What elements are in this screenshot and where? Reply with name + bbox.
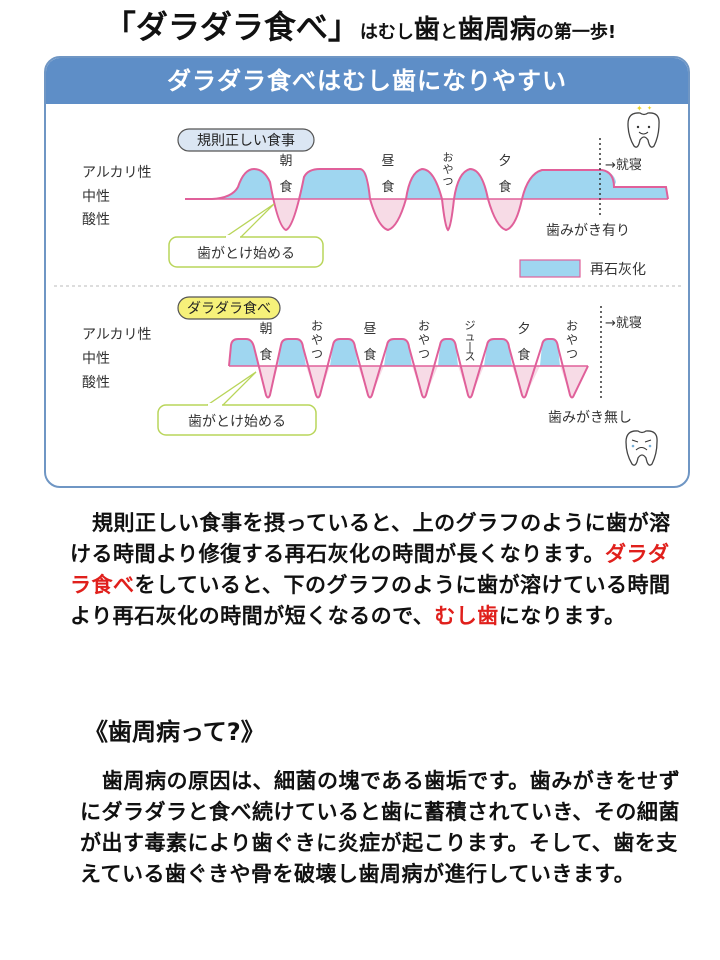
svg-text:アルカリ性: アルカリ性 (82, 327, 151, 343)
legend-remineralization: 再石灰化 (590, 262, 646, 278)
svg-text:歯みがき無し: 歯みがき無し (548, 410, 632, 426)
panel-header: ダラダラ食べはむし歯になりやすい (46, 58, 688, 104)
sad-tooth-icon (625, 430, 658, 466)
section-title-periodontal: 《歯周病って?》 (84, 718, 265, 746)
ph-chart: 規則正しい食事 アルカリ性 中性 酸性 朝 食 昼 食 お (54, 104, 682, 466)
page-title: 「ダラダラ食べ」はむし歯と歯周病の第一歩! (103, 8, 617, 46)
top-chart: 規則正しい食事 アルカリ性 中性 酸性 朝 食 昼 食 お (82, 104, 669, 278)
svg-text:お: お (443, 151, 454, 164)
svg-text:酸性: 酸性 (82, 212, 110, 228)
svg-text:中性: 中性 (82, 351, 110, 367)
title-quote: 「ダラダラ食べ」 (103, 8, 360, 46)
svg-text:→就寝: →就寝 (605, 315, 642, 331)
svg-text:や: や (311, 333, 323, 347)
highlight-daradara: ダラダラ食べ (70, 542, 670, 597)
svg-text:食: 食 (381, 179, 394, 195)
svg-text:夕: 夕 (498, 154, 511, 169)
paragraph-caries: 規則正しい食事を摂っていると、上のグラフのように歯が溶ける時間より修復する再石灰… (70, 511, 671, 628)
svg-text:お: お (311, 319, 323, 333)
top-badge: 規則正しい食事 (197, 132, 295, 149)
svg-text:食: 食 (279, 179, 292, 195)
svg-text:ュ: ュ (465, 330, 476, 343)
svg-text:つ: つ (443, 175, 454, 188)
svg-text:|: | (468, 340, 472, 353)
svg-text:食: 食 (259, 347, 272, 363)
svg-text:ス: ス (465, 350, 476, 363)
svg-text:✦: ✦ (647, 105, 652, 112)
svg-text:昼: 昼 (363, 322, 376, 337)
svg-text:昼: 昼 (381, 154, 394, 169)
svg-text:ジ: ジ (465, 319, 476, 332)
svg-text:や: や (418, 333, 430, 347)
svg-text:✦: ✦ (636, 104, 643, 113)
svg-text:酸性: 酸性 (82, 375, 110, 391)
svg-text:歯がとけ始める: 歯がとけ始める (197, 246, 295, 262)
svg-text:つ: つ (311, 347, 323, 361)
svg-text:→就寝: →就寝 (605, 157, 642, 173)
bottom-badge: ダラダラ食べ (187, 300, 271, 317)
diagram-panel: ダラダラ食べはむし歯になりやすい 規則正しい食事 アルカリ性 中性 酸性 (44, 56, 690, 488)
svg-text:食: 食 (363, 347, 376, 363)
svg-text:アルカリ性: アルカリ性 (82, 165, 151, 181)
svg-text:つ: つ (418, 347, 430, 361)
paragraph-periodontal: 歯周病の原因は、細菌の塊である歯垢です。歯みがきをせずにダラダラと食べ続けている… (80, 769, 681, 886)
bottom-chart: ダラダラ食べ アルカリ性 中性 酸性 朝 食 お (82, 296, 658, 466)
svg-text:お: お (418, 319, 430, 333)
happy-tooth-icon: ✦ ✦ (627, 104, 660, 148)
svg-text:朝: 朝 (259, 322, 272, 337)
svg-text:中性: 中性 (82, 189, 110, 205)
svg-text:食: 食 (517, 347, 530, 363)
svg-text:歯みがき有り: 歯みがき有り (546, 223, 630, 239)
svg-text:食: 食 (498, 179, 511, 195)
svg-text:夕: 夕 (517, 322, 530, 337)
svg-text:や: や (566, 333, 578, 347)
highlight-mushiba: むし歯 (434, 604, 499, 628)
svg-text:つ: つ (566, 347, 578, 361)
svg-text:や: や (443, 163, 454, 176)
svg-text:お: お (566, 319, 578, 333)
svg-text:朝: 朝 (279, 154, 292, 169)
svg-text:歯がとけ始める: 歯がとけ始める (188, 414, 286, 430)
